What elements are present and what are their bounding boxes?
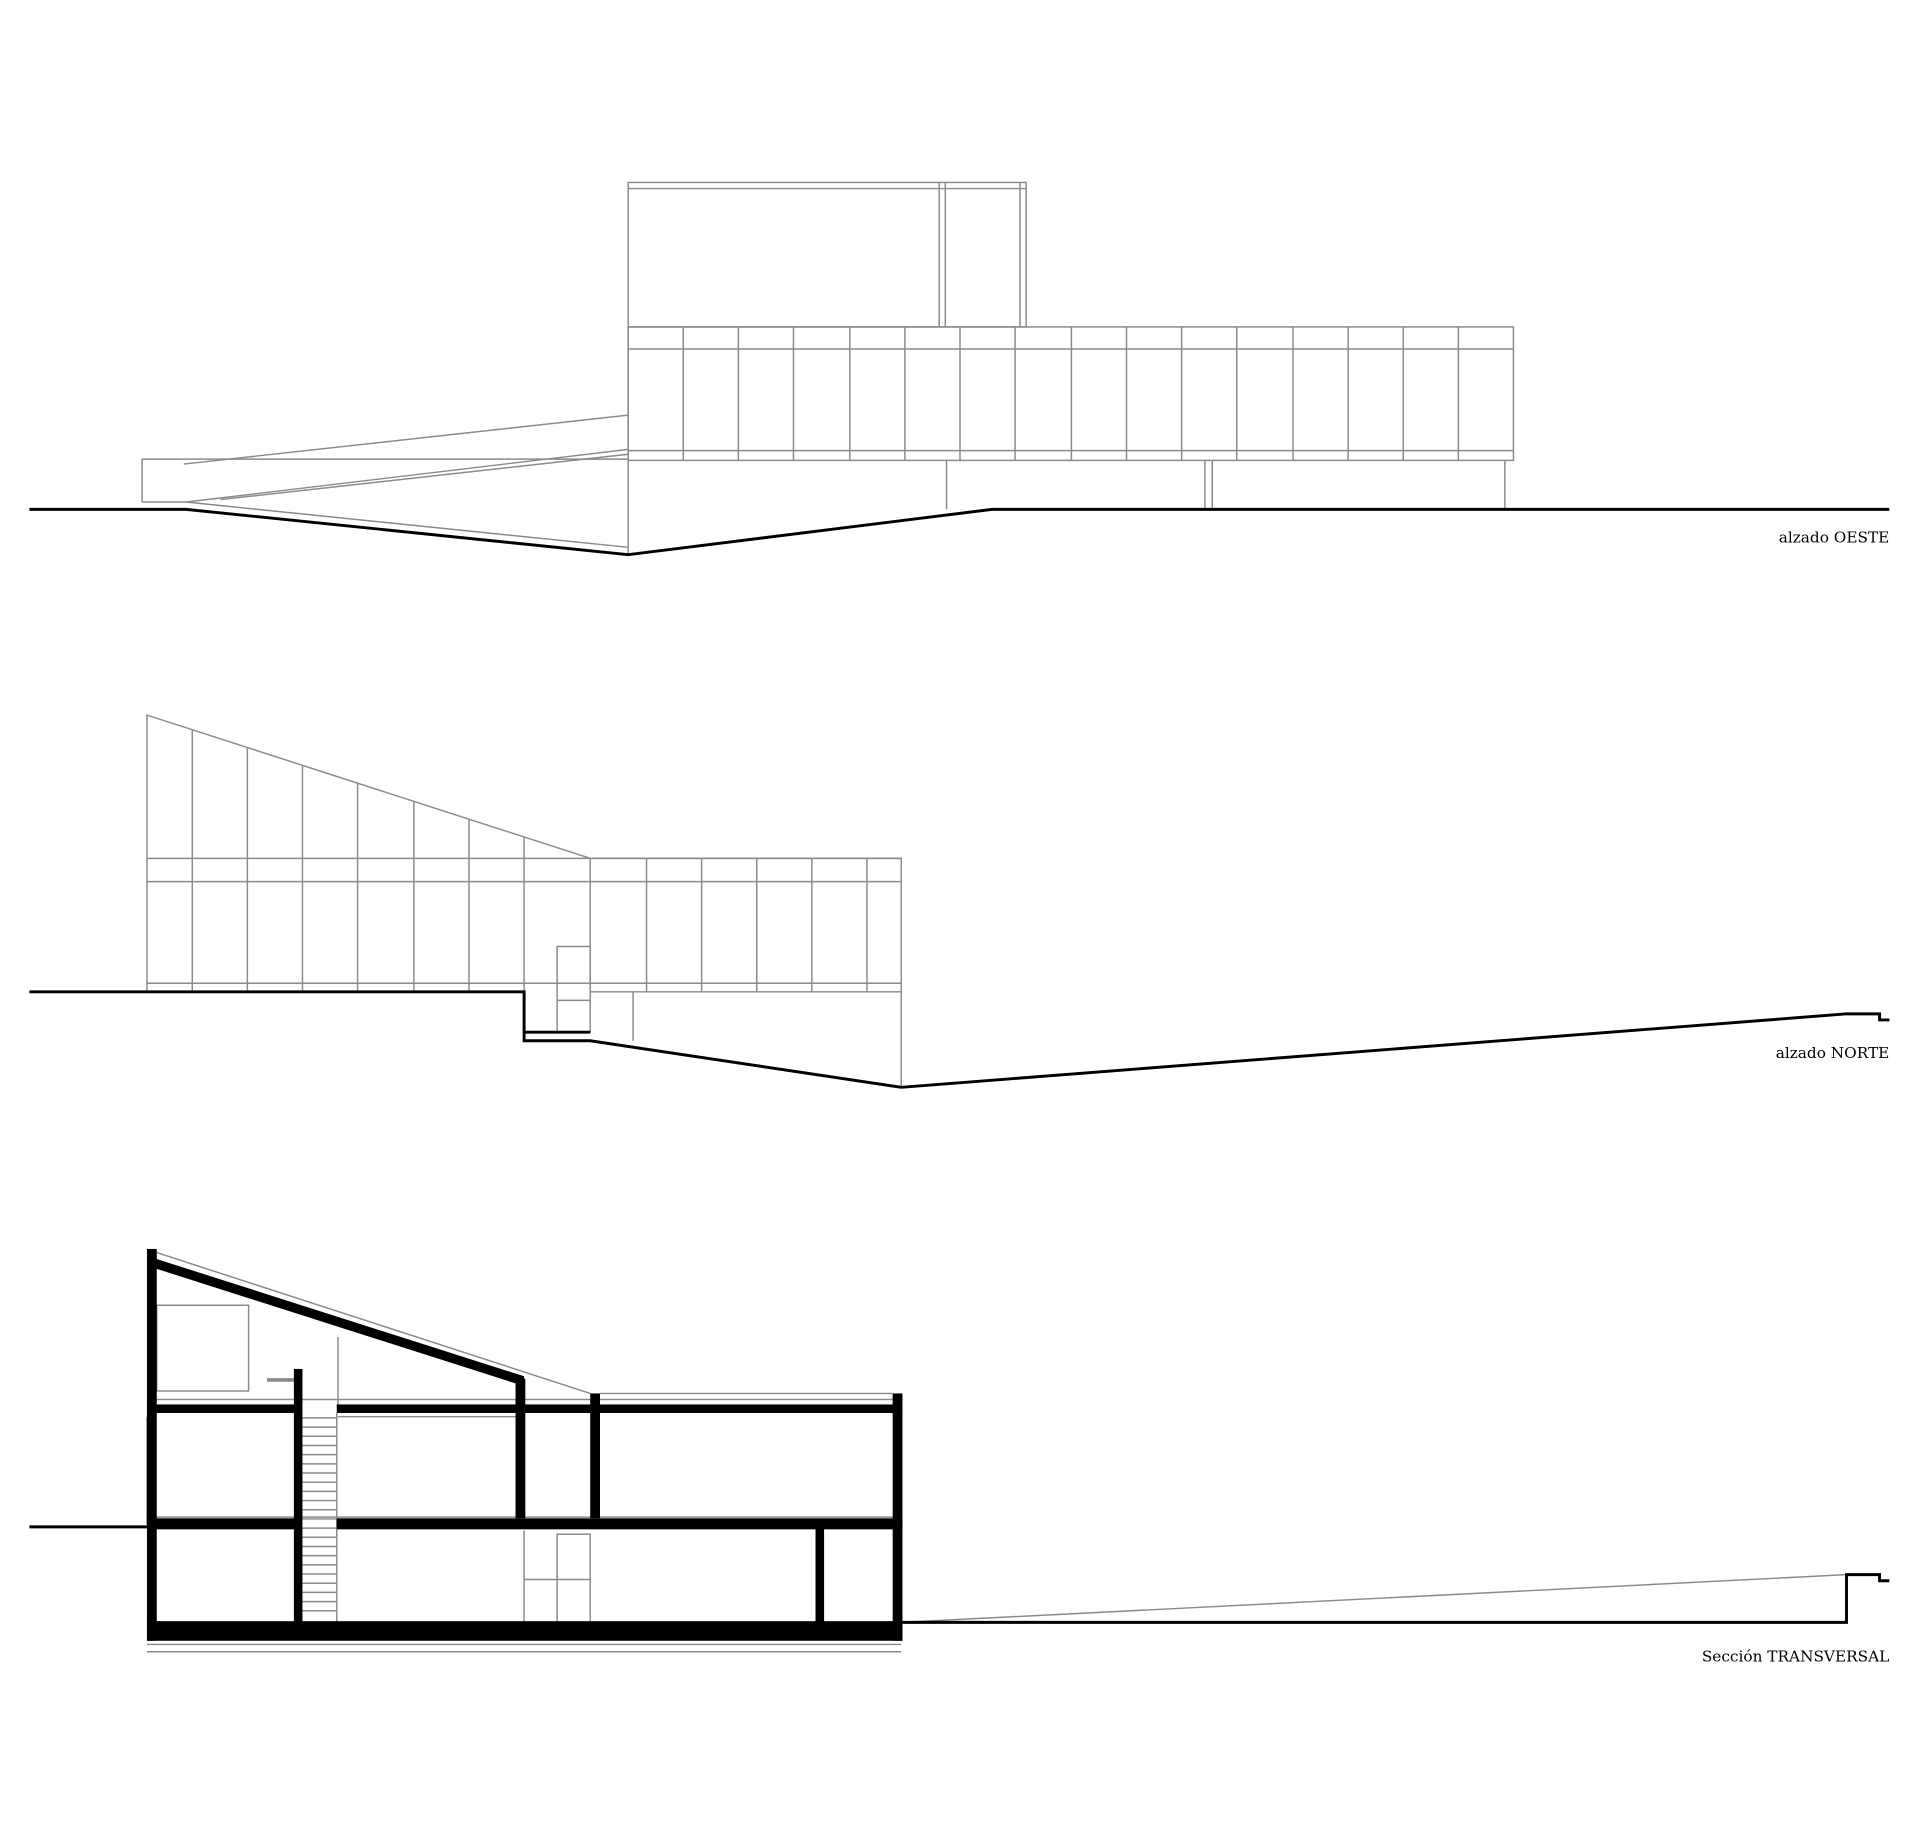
ramp (141, 414, 629, 549)
main-volume (627, 326, 1515, 462)
north-elevation: alzado NORTE (29, 714, 1890, 1089)
drawing-label-north: alzado NORTE (1776, 1044, 1890, 1062)
ground-line (29, 990, 1890, 1089)
cross-section: Sección TRANSVERSAL (29, 1248, 1890, 1666)
west-elevation: alzado OESTE (29, 181, 1890, 557)
ground-line (29, 507, 1890, 557)
facade-grid (146, 714, 902, 1088)
pilotis (627, 326, 1506, 555)
stair (302, 1413, 338, 1623)
drawing-label-section: Sección TRANSVERSAL (1702, 1648, 1890, 1666)
drawing-label-west: alzado OESTE (1779, 528, 1890, 546)
section-grey-lines (146, 1251, 1847, 1653)
structure-walls (146, 1248, 903, 1641)
ground-line-right (901, 1573, 1890, 1624)
upper-volume (627, 181, 1027, 328)
